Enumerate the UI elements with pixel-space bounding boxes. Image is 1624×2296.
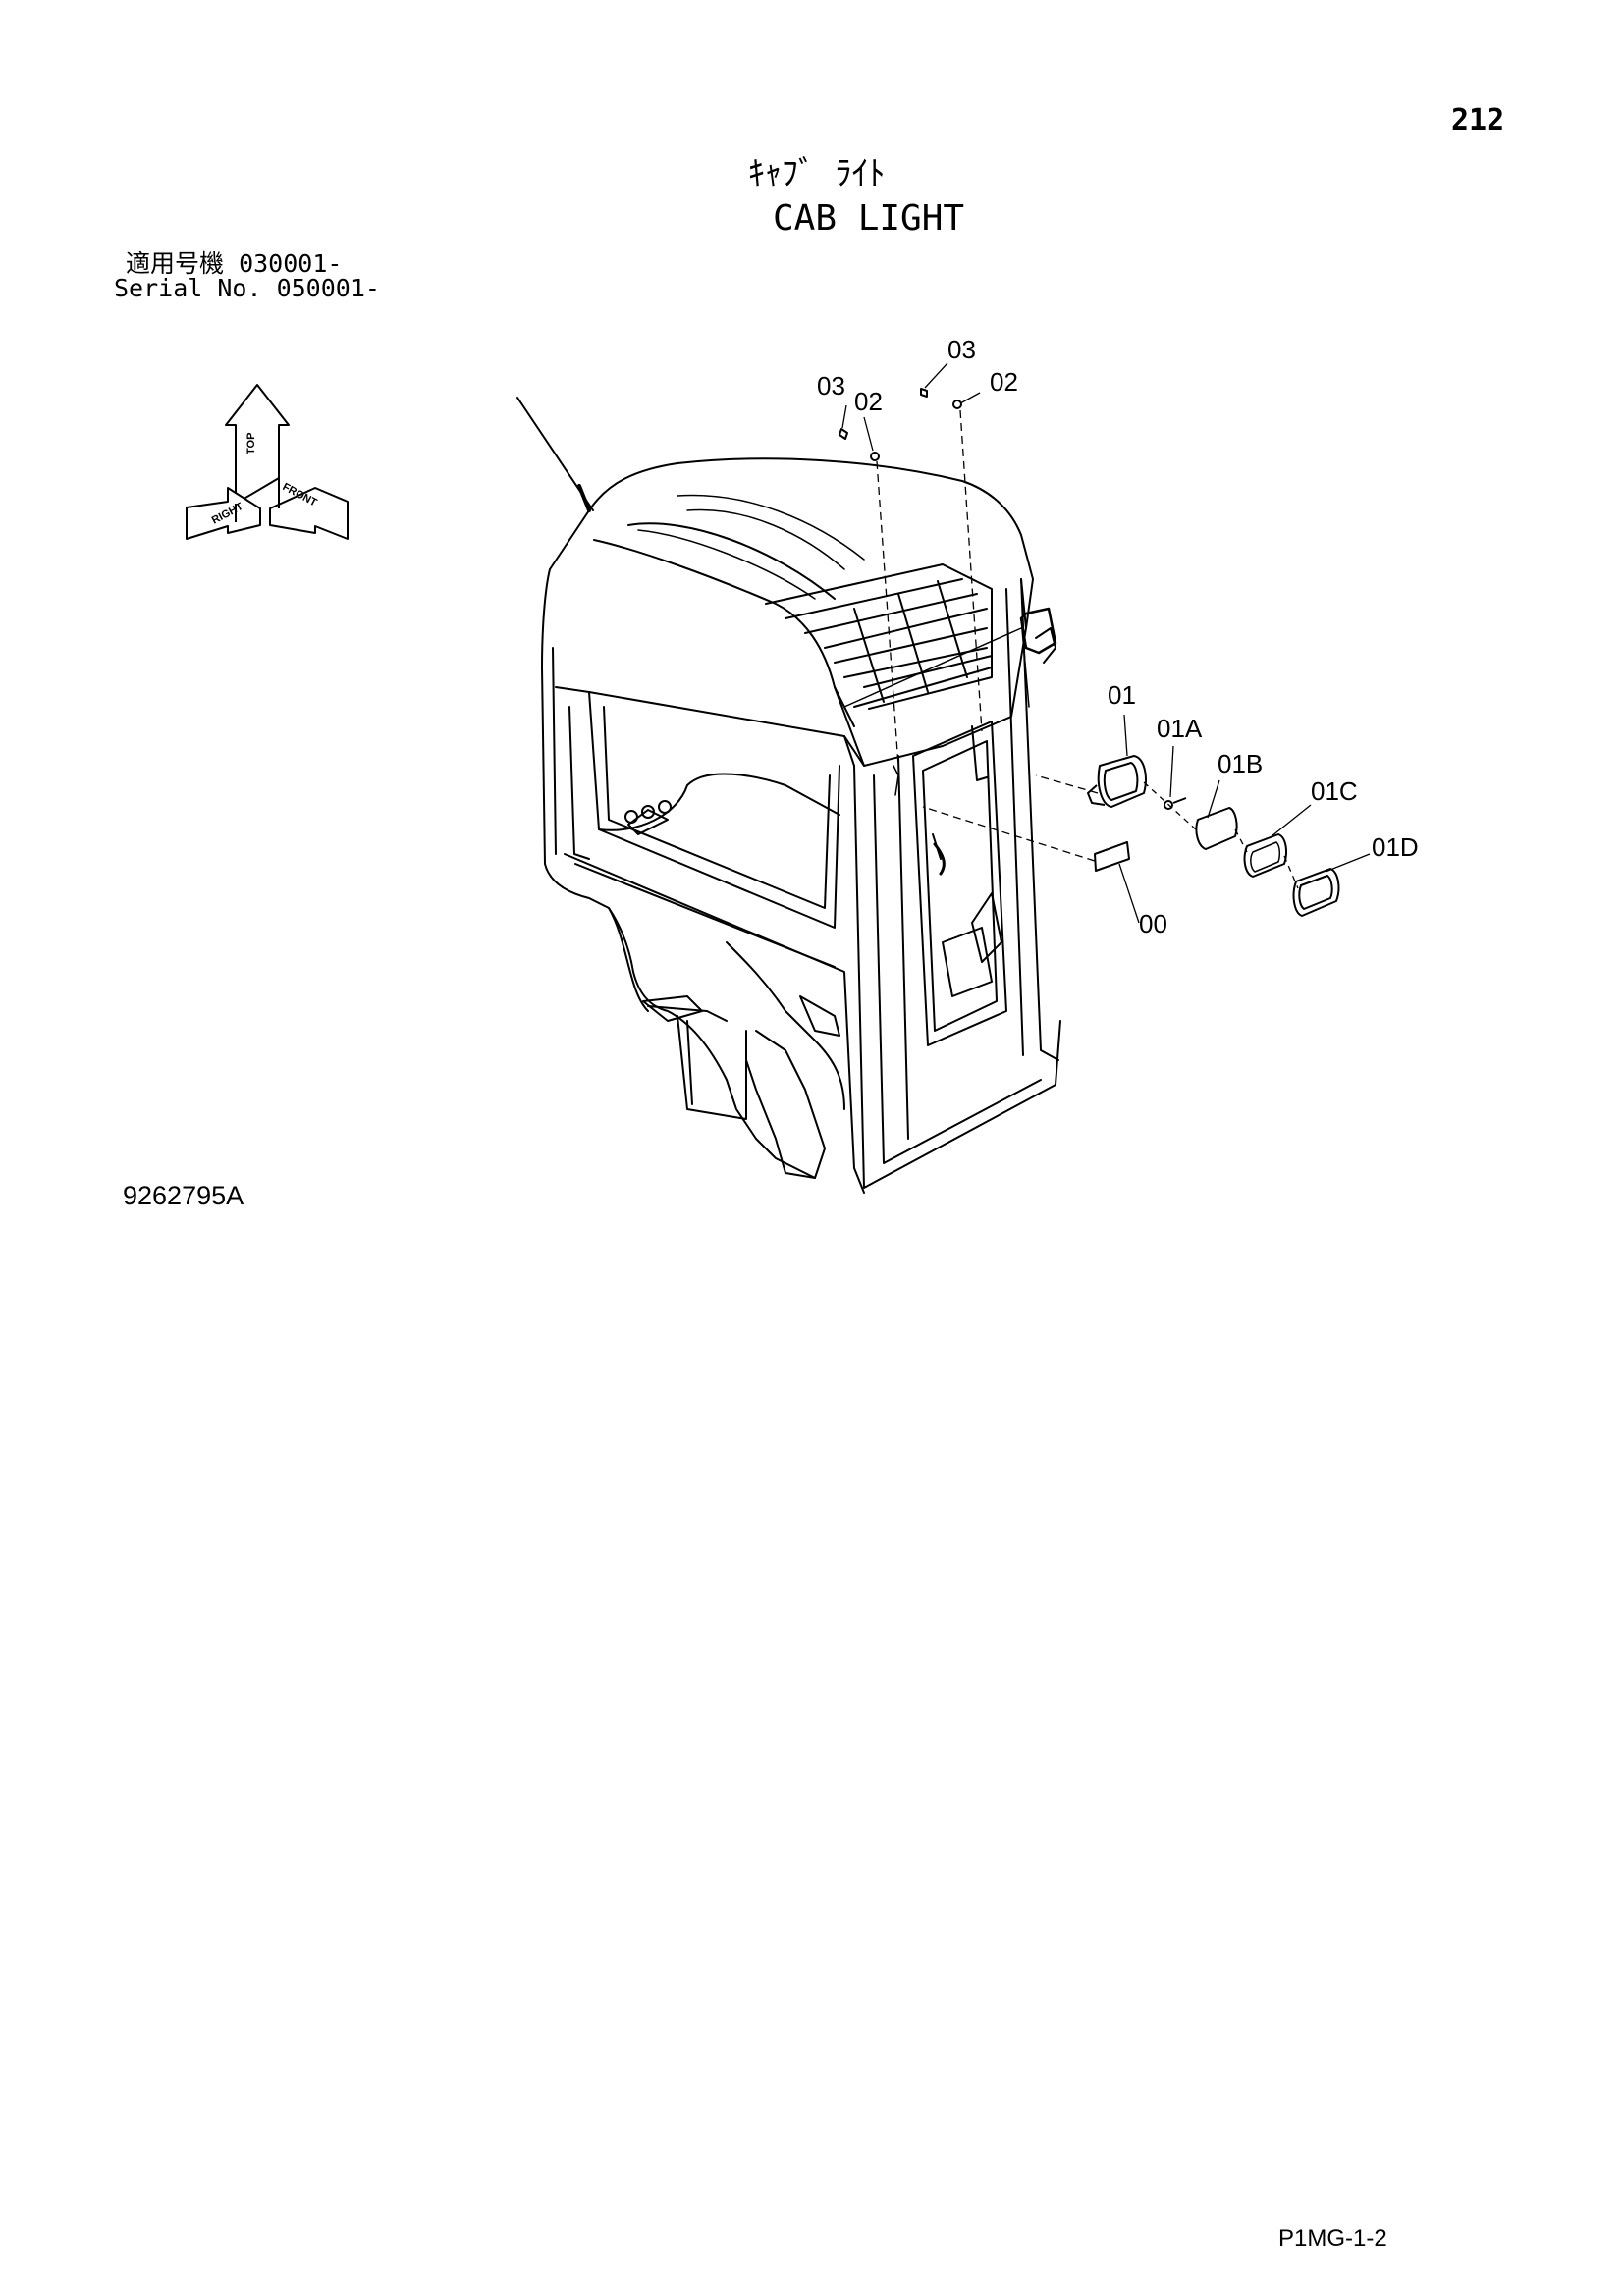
right-arrow-icon: [186, 487, 261, 540]
title-japanese: ｷｬﾌﾞ ﾗｲﾄ: [748, 154, 886, 193]
screw-part: [1164, 797, 1187, 810]
callout-labels: 03 02 03 02 01 01A 01B 01C 01D 00: [817, 335, 1419, 938]
page-number: 212: [1451, 103, 1505, 137]
callout-02-left: 02: [854, 387, 883, 416]
serial-jp-value: 030001-: [239, 249, 343, 278]
small-parts-left: [839, 428, 880, 461]
bracket-part: [1094, 841, 1130, 872]
serial-applicability-en: Serial No. 050001-: [114, 276, 380, 300]
orient-top-label: TOP: [245, 433, 257, 454]
callout-03-right: 03: [947, 335, 976, 364]
exploded-parts: [839, 388, 1340, 917]
serial-jp-label: 適用号機: [126, 249, 225, 278]
callout-01: 01: [1108, 680, 1136, 710]
callout-00: 00: [1139, 909, 1167, 938]
orientation-indicator: TOP RIGHT FRONT: [186, 384, 349, 540]
front-arrow-icon: [269, 487, 349, 540]
serial-applicability-jp: 適用号機 030001-: [126, 251, 342, 276]
drawing-number: 9262795A: [123, 1181, 244, 1210]
page-code: P1MG-1-2: [1278, 2225, 1387, 2252]
rim-part: [1292, 868, 1340, 917]
lens-part: [1243, 833, 1287, 878]
callout-01D: 01D: [1372, 832, 1419, 862]
cab-drawing: [516, 397, 1061, 1194]
callout-03-left: 03: [817, 371, 845, 400]
callout-01C: 01C: [1311, 776, 1358, 806]
serial-en-label: Serial No.: [114, 274, 262, 302]
callout-01A: 01A: [1157, 714, 1203, 743]
callout-02-right: 02: [990, 367, 1018, 397]
serial-en-value: 050001-: [276, 274, 380, 302]
gasket-part: [1195, 807, 1238, 850]
top-arrow-icon: [225, 384, 290, 505]
small-parts-right: [920, 388, 962, 409]
lamp-body-part: [1087, 755, 1147, 808]
callout-01B: 01B: [1218, 749, 1263, 778]
title-english: CAB LIGHT: [773, 198, 965, 239]
leader-lines: [841, 362, 1371, 924]
